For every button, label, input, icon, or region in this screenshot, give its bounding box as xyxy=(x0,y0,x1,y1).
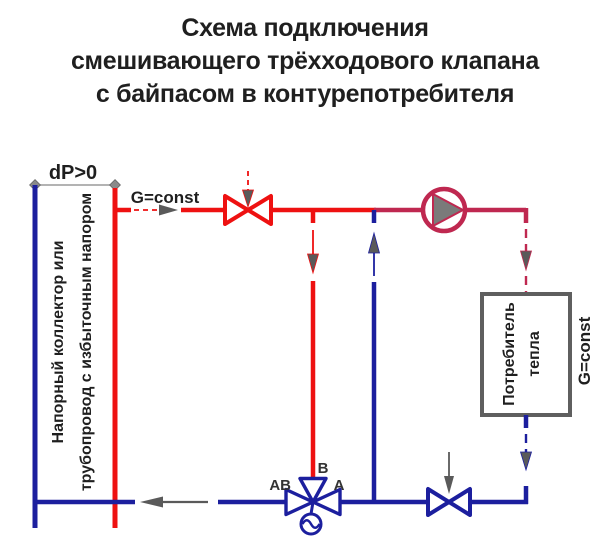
shutoff-valve-arrow-head xyxy=(444,476,454,494)
title-line-2: смешивающего трёхходового клапана xyxy=(70,47,540,75)
collector-label-line1: Напорный коллектор или xyxy=(50,241,67,444)
three-way-valve-port-b-triangle xyxy=(298,476,328,504)
return-flow-arrow-head xyxy=(140,496,163,508)
hot-branch-arrow-head xyxy=(306,253,320,275)
title-line-3: с байпасом в контурепотребителя xyxy=(95,80,515,108)
port-b-label: B xyxy=(318,460,329,477)
port-a-label: A xyxy=(334,477,345,494)
pump-triangle xyxy=(432,193,464,227)
dp-label: dP>0 xyxy=(49,162,97,184)
shutoff-valve-left-triangle xyxy=(426,487,451,517)
actuator-wave-icon xyxy=(301,519,321,529)
consumer-return-arrow-head xyxy=(519,451,533,472)
title-line-1: Схема подключения xyxy=(181,14,429,42)
three-way-valve-port-a-triangle xyxy=(311,487,342,517)
collector-label-line2: трубопровод с избыточным напором xyxy=(78,193,95,491)
consumer-flow-label: G=const xyxy=(575,316,594,385)
supply-valve-right-triangle xyxy=(246,194,273,226)
diagram-title: Схема подключения смешивающего трёхходов… xyxy=(0,12,610,111)
port-ab-label: AB xyxy=(269,477,291,494)
shutoff-valve-right-triangle xyxy=(447,487,472,517)
supply-valve-arrow-head xyxy=(241,189,255,209)
supply-valve-left-triangle xyxy=(223,194,250,226)
consumer-supply-arrow-head xyxy=(519,250,533,272)
consumer-box xyxy=(480,292,572,417)
actuator-stem xyxy=(309,501,315,515)
bypass-arrow-head xyxy=(367,231,381,254)
supply-flow-label: G=const xyxy=(131,188,200,207)
three-way-valve-port-ab-triangle xyxy=(284,487,315,517)
supply-flow-arrow-head xyxy=(159,204,178,216)
consumer-label-line2: тепла xyxy=(526,331,543,377)
consumer-label-line1: Потребитель xyxy=(501,302,518,406)
